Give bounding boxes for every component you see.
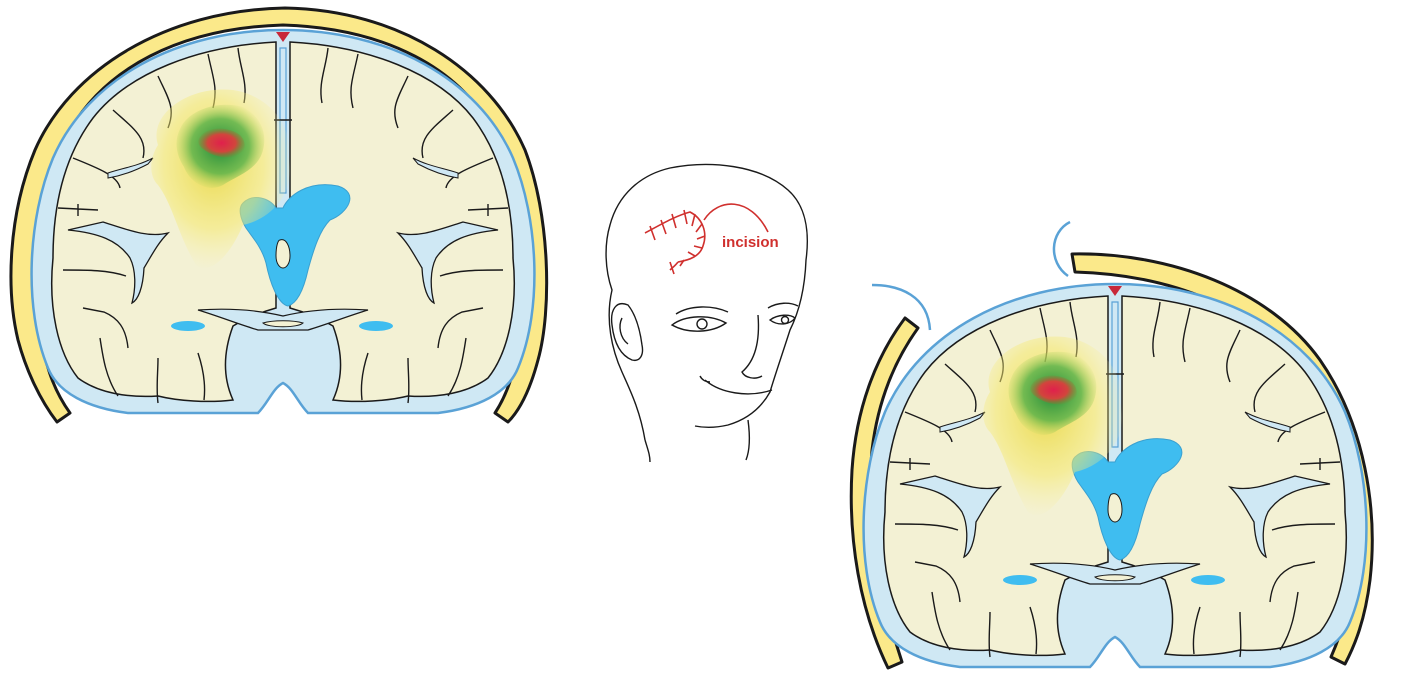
ear: [612, 304, 643, 361]
eye-left: [672, 317, 726, 331]
brain-coronal-section-closed: [11, 8, 547, 422]
head-outline: [606, 164, 807, 440]
incision-label: incision: [722, 234, 779, 251]
head-profile-with-incision: [606, 164, 807, 462]
dura-flap-top: [1054, 222, 1070, 276]
brain-section-right: [864, 284, 1367, 667]
brain-section-left: [32, 30, 535, 413]
brain-coronal-section-craniotomy: [851, 222, 1372, 668]
